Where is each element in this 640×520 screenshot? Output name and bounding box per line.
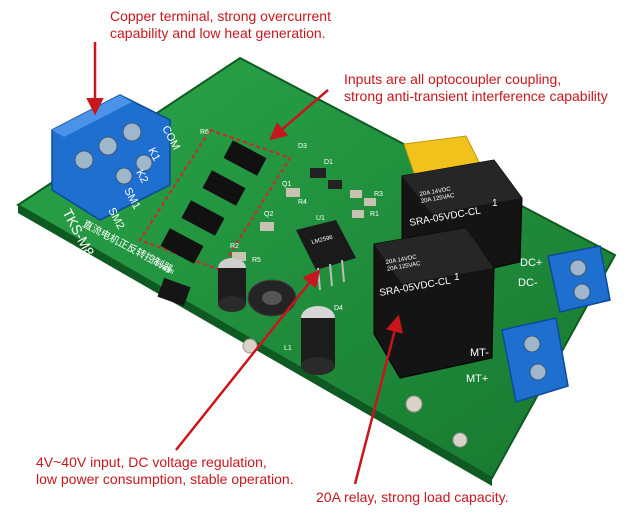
label-q1: Q1 — [282, 181, 291, 188]
mounting-hole — [452, 432, 468, 448]
relay-2-number: 1 — [454, 272, 460, 283]
capacitor-large — [301, 306, 335, 375]
label-k1: K1 — [145, 146, 162, 164]
smd-components — [232, 168, 376, 261]
label-dc-plus: DC+ — [520, 257, 542, 269]
svg-text:LM2596: LM2596 — [311, 235, 334, 246]
label-l1: L1 — [284, 345, 292, 352]
label-r1: R1 — [370, 211, 379, 218]
terminal-block-motor — [501, 317, 569, 403]
label-r2: R2 — [230, 243, 239, 250]
terminal-block-dc — [547, 245, 611, 313]
label-r3: R3 — [374, 191, 383, 198]
svg-text:20A 14VDC 20A 125VAC: 20A 14VDC 20A 125VAC — [385, 254, 421, 273]
label-d4: D4 — [334, 305, 343, 312]
relay-1-number: 1 — [492, 198, 498, 209]
label-q2: Q2 — [264, 211, 273, 218]
mounting-hole — [242, 338, 258, 354]
label-r5: R5 — [252, 257, 261, 264]
label-dc-minus: DC- — [518, 277, 538, 289]
sop8-chip — [157, 277, 191, 307]
optocoupler-highlight — [138, 128, 292, 272]
svg-text:20A 14VDC 20A 125VAC: 20A 14VDC 20A 125VAC — [419, 186, 455, 205]
label-mt-plus: MT+ — [466, 373, 488, 385]
capacitor-small — [218, 258, 246, 312]
terminal-block-left — [51, 94, 171, 221]
callout-arrows — [86, 42, 403, 485]
inductor — [247, 279, 297, 317]
mounting-hole — [405, 395, 423, 413]
label-d3: D3 — [298, 143, 307, 150]
optocoupler-chips — [160, 140, 267, 264]
relay-2: 20A 14VDC 20A 125VAC SRA-05VDC-CL 1 — [373, 227, 495, 379]
label-d1: D1 — [324, 159, 333, 166]
relay-1-rating-line: 20A 14VDC — [419, 187, 452, 198]
callout-power: 4V~40V input, DC voltage regulation, low… — [36, 454, 294, 487]
label-mt-minus: MT- — [470, 347, 489, 359]
callout-relay: 20A relay, strong load capacity. — [316, 489, 509, 505]
label-r4: R4 — [298, 199, 307, 206]
label-u1: U1 — [316, 215, 325, 222]
callout-terminal: Copper terminal, strong overcurrent capa… — [110, 8, 331, 41]
label-r6: R6 — [200, 129, 209, 136]
callout-inputs: Inputs are all optocoupler coupling, str… — [344, 71, 608, 104]
label-k2: K2 — [133, 168, 150, 186]
